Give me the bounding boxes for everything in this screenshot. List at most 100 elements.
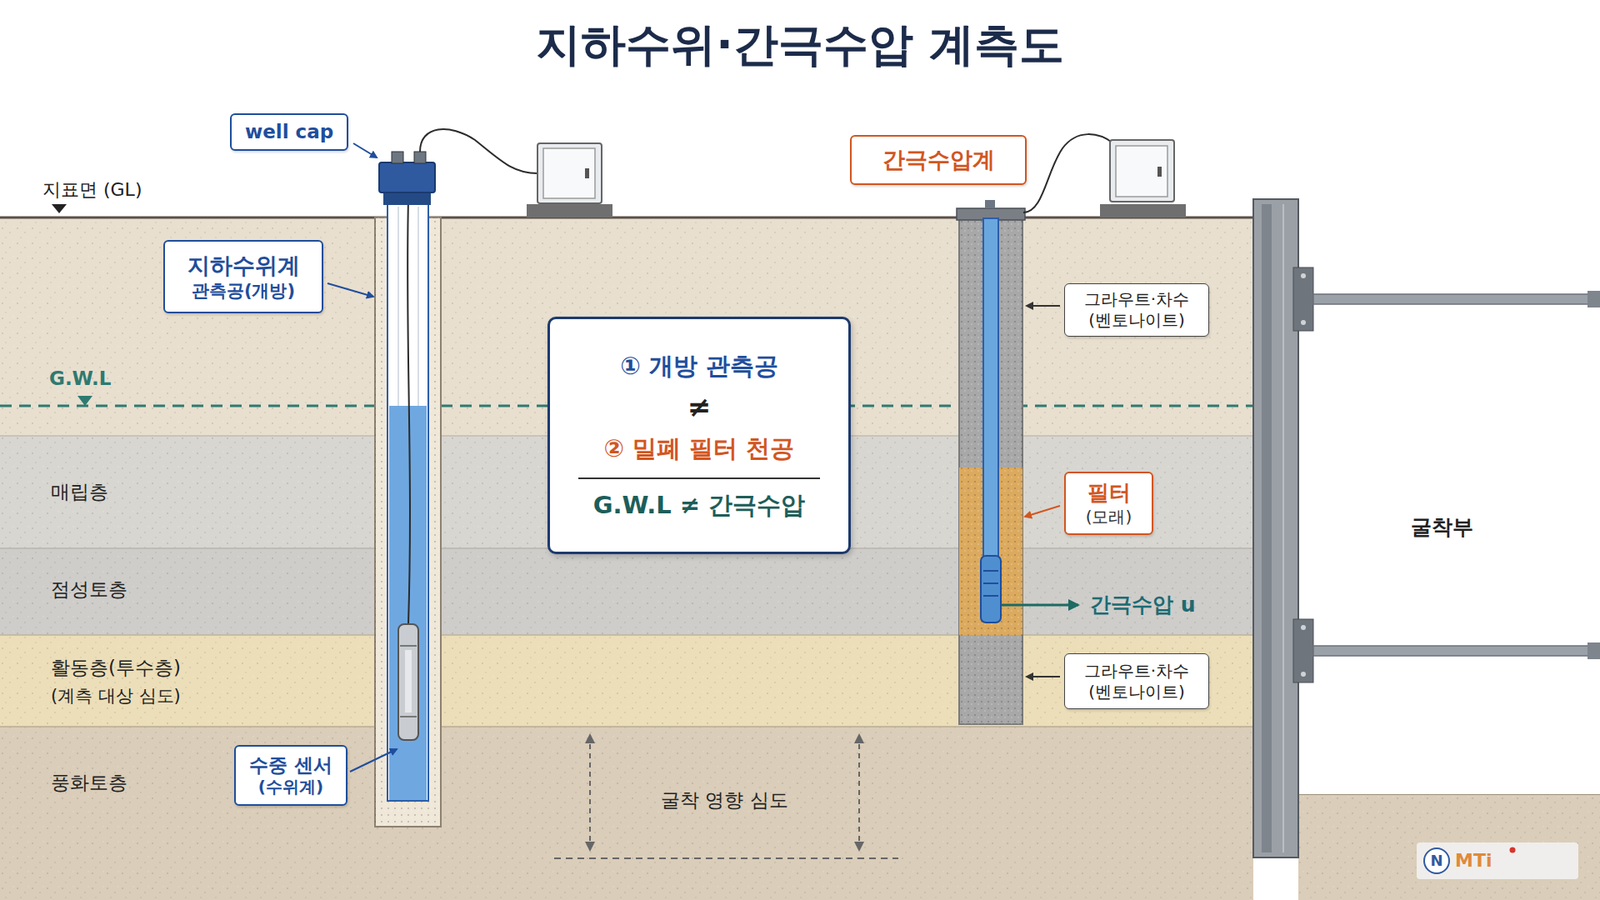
layer-note: (계측 대상 심도): [50, 685, 181, 707]
node-text: 지하수위계: [187, 251, 300, 280]
leader-lines: [1026, 305, 1060, 307]
ground-markers: [51, 204, 67, 214]
observation-well: [389, 405, 427, 800]
node-text: 수중 센서: [249, 753, 333, 778]
ground-markers: [77, 395, 93, 406]
retaining-wall: [1313, 645, 1600, 656]
well-cap: [379, 162, 435, 193]
observation-well: [375, 200, 441, 827]
depth-dimension: [554, 735, 899, 859]
observation-well: [417, 206, 420, 406]
retaining-wall: [1293, 267, 1314, 331]
depth-dimension: [554, 857, 899, 860]
well-cap: [420, 129, 538, 174]
node-text: 간극수압계: [882, 145, 995, 175]
callout-box: 그라우트·차수(벤토나이트): [1064, 653, 1210, 710]
retaining-wall: [1300, 273, 1306, 279]
retaining-wall: [1282, 204, 1285, 853]
node-text: 필터: [1087, 479, 1131, 507]
observation-well: [405, 650, 412, 713]
retaining-wall: [1298, 217, 1600, 795]
soil-layers: [0, 725, 1254, 728]
comparison-box: ① 개방 관측공 ≠ ② 밀폐 필터 천공 G.W.L ≠ 간극수압: [547, 316, 851, 555]
callout-box: 수중 센서(수위계): [234, 745, 348, 806]
depth-dimension: [589, 735, 591, 850]
callout-box: 그라우트·차수(벤토나이트): [1064, 283, 1210, 337]
piezometer-borehole: [985, 200, 995, 209]
soil-layers: [0, 634, 1254, 636]
piezometer-borehole: [980, 555, 1001, 623]
watermark-logo: N: [1423, 847, 1450, 875]
observation-well: [398, 624, 419, 740]
piezometer-borehole: [983, 595, 999, 597]
piezometer-borehole: [959, 217, 1023, 725]
soil-layers: [0, 216, 1254, 220]
piezometer-borehole: [959, 217, 1023, 725]
data-logger: [1100, 140, 1186, 218]
dimension-label: 굴착 영향 심도: [660, 789, 789, 813]
layer-label: 매립층: [50, 480, 109, 505]
node-text: 그라우트·차수: [1084, 289, 1190, 310]
depth-dimension: [858, 735, 860, 850]
leader-lines: [1025, 505, 1060, 517]
layer-label: 활동층(투수층): [50, 656, 181, 680]
leader-lines: [1001, 604, 1079, 607]
callout-box: 필터(모래): [1064, 471, 1154, 535]
data-logger: [543, 148, 595, 199]
callout-box: 지하수위계관측공(개방): [163, 240, 324, 314]
data-logger: [1115, 145, 1168, 197]
watermark-badge: [1416, 842, 1579, 880]
node-text: (벤토나이트): [1088, 310, 1185, 331]
node-text: (벤토나이트): [1088, 681, 1185, 703]
retaining-wall: [1261, 204, 1272, 853]
retaining-wall: [1300, 625, 1306, 630]
layer-label: 풍화토층: [50, 771, 128, 795]
retaining-wall: [1587, 290, 1600, 308]
excavation-label: 굴착부: [1410, 515, 1474, 540]
callout-box: 간극수압계: [850, 135, 1027, 185]
observation-well: [397, 206, 400, 406]
soil-layers: [1298, 794, 1600, 900]
piezometer-borehole: [1023, 134, 1114, 213]
soil-layers: [0, 217, 1254, 900]
retaining-wall: [1300, 320, 1306, 325]
node-text: ≠: [687, 389, 712, 425]
observation-well: [400, 645, 417, 647]
leader-lines: [327, 283, 374, 297]
piezometer-borehole: [983, 582, 999, 585]
observation-well: [407, 200, 410, 625]
observation-well: [400, 715, 417, 718]
ground-level-label: 지표면 (GL): [42, 179, 142, 201]
layer-label: 점성토층: [50, 578, 128, 602]
well-cap: [379, 129, 538, 205]
watermark-badge: [1510, 847, 1516, 854]
piezometer-borehole: [956, 134, 1114, 725]
retaining-wall: [1253, 199, 1299, 858]
retaining-wall: [1587, 642, 1600, 660]
data-logger: [526, 204, 613, 218]
retaining-wall: [1313, 294, 1600, 305]
title: 지하수위·간극수압 계측도: [0, 15, 1600, 76]
node-text: (모래): [1085, 506, 1133, 528]
node-text: well cap: [245, 120, 334, 145]
node-text: G.W.L ≠ 간극수압: [593, 490, 805, 520]
watermark-text: MTi: [1455, 850, 1492, 872]
retaining-wall: [1293, 619, 1314, 683]
node-text: ① 개방 관측공: [620, 350, 779, 381]
data-logger: [1100, 204, 1186, 218]
watermark-badge: [1416, 842, 1579, 880]
leader-lines: [327, 143, 1079, 772]
piezometer-borehole: [983, 218, 999, 560]
node-text: ② 밀폐 필터 천공: [604, 433, 795, 464]
retaining-wall: [1253, 199, 1600, 858]
node-text: (수위계): [258, 776, 324, 798]
soil-layers: [1298, 794, 1600, 900]
pressure-label: 간극수압 u: [1090, 592, 1196, 618]
leader-lines: [1026, 675, 1060, 678]
leader-lines: [353, 143, 377, 158]
divider-line: [578, 477, 820, 480]
node-text: 그라우트·차수: [1084, 660, 1190, 682]
data-logger: [1110, 140, 1175, 202]
data-logger: [1157, 166, 1162, 177]
